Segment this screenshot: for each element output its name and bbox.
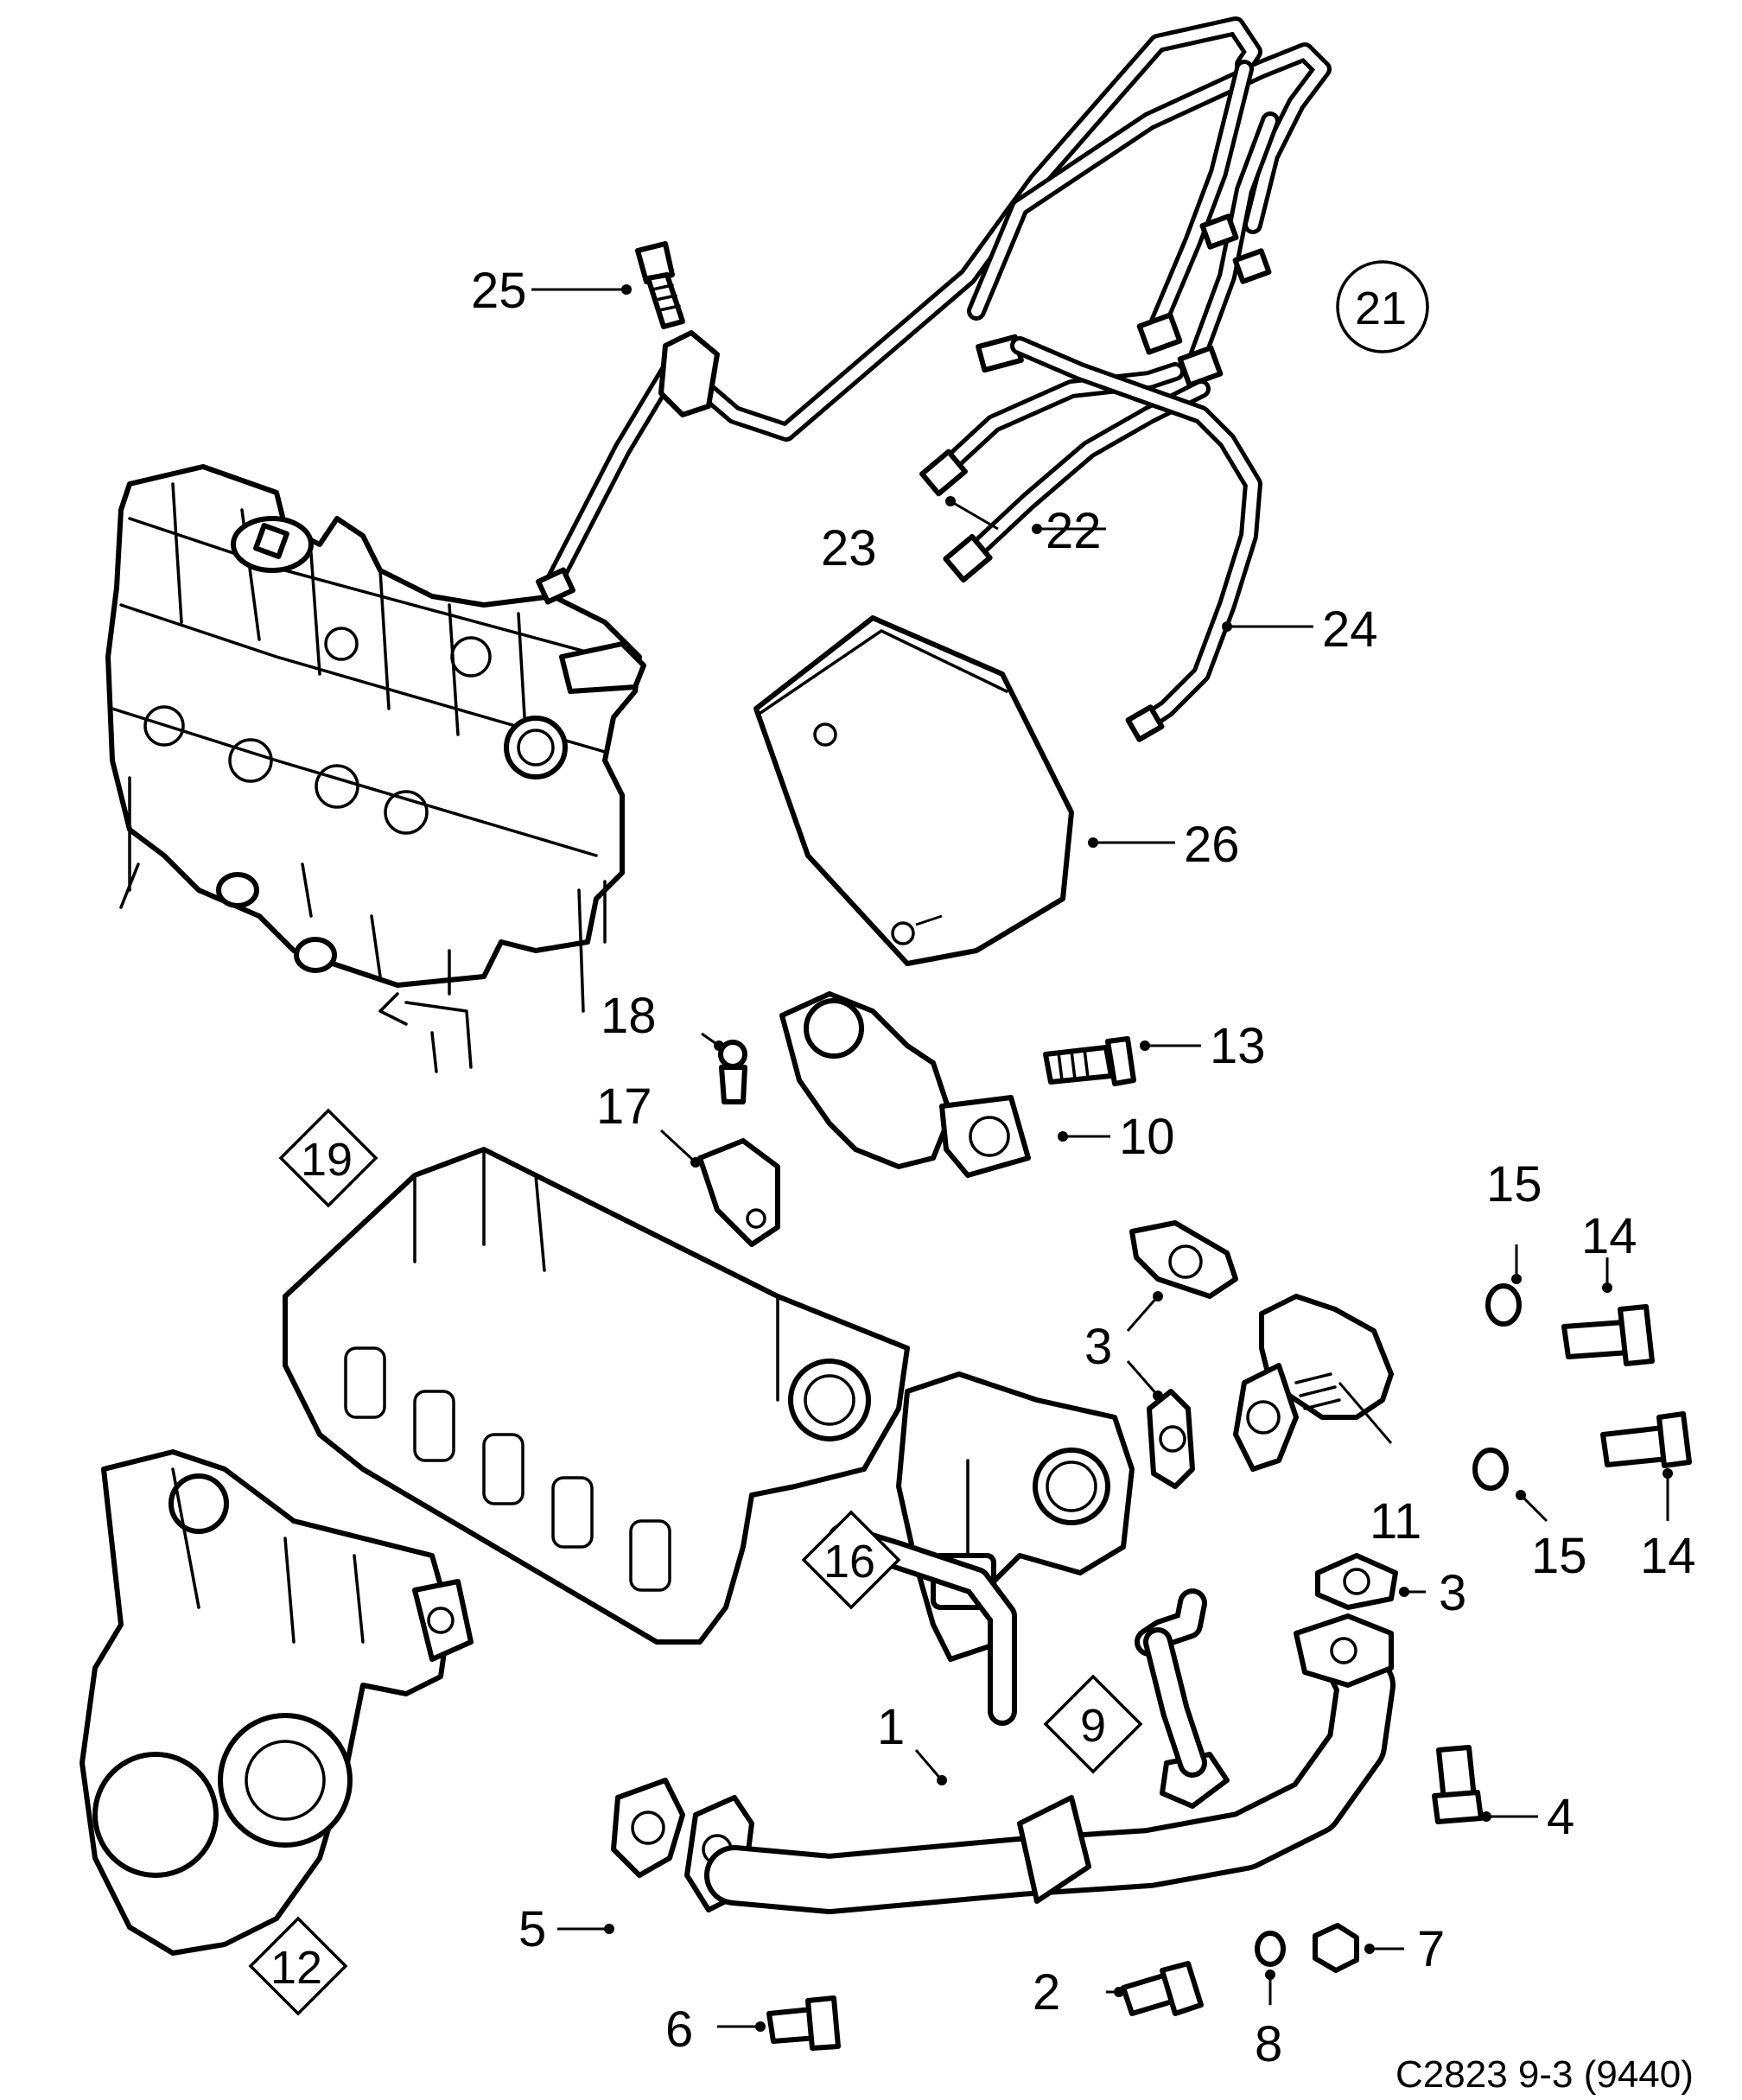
callout-26: 26 [1184,817,1240,873]
hoses [919,336,1262,742]
callout-18: 18 [601,988,657,1044]
callout-labels: 1 2 3 3 4 5 6 7 8 10 11 13 14 14 15 15 1… [471,263,1696,2072]
bolt-13 [1043,1036,1136,1086]
callout-2: 2 [1033,1964,1060,2020]
callout-8: 8 [1255,2016,1282,2072]
callout-25: 25 [471,263,527,319]
callout-5: 5 [518,1901,546,1957]
gaskets [1129,1220,1398,1610]
callout-15-upper: 15 [1486,1156,1542,1212]
callout-11: 11 [1370,1493,1421,1550]
callout-4: 4 [1547,1789,1574,1845]
engine-cylinder-head [105,464,646,1073]
callout-7: 7 [1417,1921,1445,1977]
reference-label-21: 21 [1355,283,1407,334]
pipe-assembly [536,16,1332,605]
reference-markers: 19 16 9 12 21 [248,260,1429,2016]
fasteners-14-15 [1472,1283,1692,1491]
callout-13: 13 [1210,1018,1266,1074]
cover-plate [753,615,1074,966]
callout-10: 10 [1119,1109,1175,1165]
turbocharger [79,1449,474,1956]
callout-22: 22 [1046,503,1102,559]
callout-1: 1 [877,1699,905,1755]
reference-diamond-19 [278,1108,378,1208]
fasteners-bottom [766,1745,1484,2051]
bolt-25 [635,241,685,329]
egr-pipe-1 [704,1613,1396,1914]
callout-3-lower: 3 [1439,1565,1466,1621]
reference-label-9: 9 [1080,1700,1106,1752]
callout-23: 23 [821,520,877,576]
reference-diamond-9 [1043,1674,1143,1774]
egr-valve [779,991,1031,1178]
reference-circle-21 [1336,260,1429,353]
reference-label-16: 16 [823,1536,875,1588]
callout-17: 17 [596,1079,652,1135]
intake-manifold [283,1147,910,1645]
callout-14-lower: 14 [1640,1528,1696,1584]
callout-24: 24 [1322,601,1378,658]
egr-pipe-11 [1233,1294,1394,1472]
figure-code: C2823 9-3 (9440) [1396,2053,1694,2096]
reference-label-19: 19 [301,1134,353,1186]
sensor-bracket [697,1040,780,1247]
callout-3-upper: 3 [1084,1319,1112,1375]
reference-diamond-12 [248,1916,348,2016]
leader-lines [531,284,1673,2032]
callout-6: 6 [665,2001,693,2058]
callout-14-upper: 14 [1581,1208,1637,1264]
callout-15-lower: 15 [1531,1528,1587,1584]
reference-diamond-16 [801,1510,901,1610]
reference-label-12: 12 [270,1942,322,1994]
